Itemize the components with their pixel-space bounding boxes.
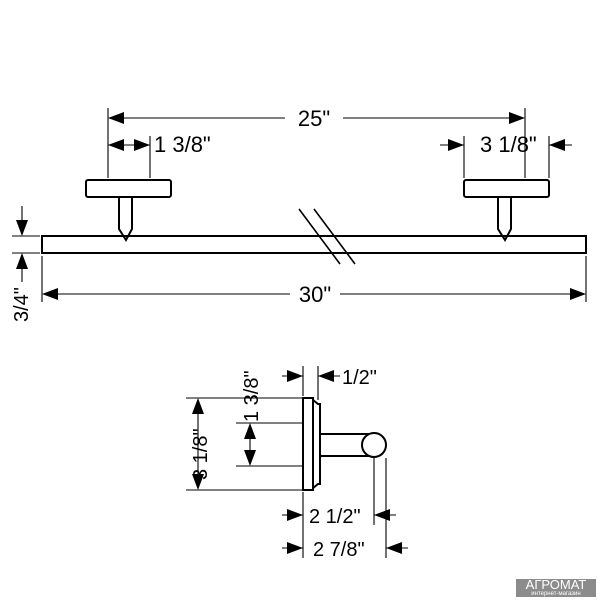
dim-text-30: 30" — [299, 282, 331, 307]
side-view — [302, 397, 387, 491]
dim-text-1-3-8: 1 3/8" — [154, 132, 211, 157]
side-rosette — [312, 397, 321, 491]
right-post — [497, 195, 512, 242]
dim-side-plate: 1/2" — [282, 366, 377, 400]
side-wall-plate — [302, 397, 314, 491]
dim-rosette-diameter: 3 1/8" — [440, 132, 572, 178]
front-view — [41, 179, 587, 265]
watermark-text: АГРОМАТ — [525, 579, 587, 592]
dim-text-2-7-8: 2 7/8" — [313, 539, 365, 561]
dim-text-1-2: 1/2" — [342, 367, 377, 389]
side-bar-end — [361, 432, 387, 458]
left-post — [118, 195, 133, 242]
dim-overall-length: 30" — [41, 256, 587, 307]
dim-side-total-projection: 2 7/8" — [282, 458, 408, 561]
dim-side-height: 1 3/8" — [236, 370, 302, 467]
dim-text-side-3-1-8: 3 1/8" — [190, 428, 212, 480]
right-rosette — [463, 179, 550, 198]
dim-side-projection: 2 1/2" — [282, 458, 396, 528]
watermark-subtext: интернет-магазин — [531, 591, 581, 597]
left-rosette — [85, 179, 172, 198]
dim-text-25: 25" — [298, 106, 330, 131]
dim-text-2-1-2: 2 1/2" — [309, 506, 361, 528]
dim-text-3-4: 3/4" — [11, 287, 33, 322]
dim-bar-thickness: 3/4" — [11, 206, 40, 322]
dim-text-3-1-8: 3 1/8" — [480, 132, 537, 157]
dim-text-side-1-3-8: 1 3/8" — [241, 370, 263, 422]
dim-rosette-small: 1 3/8" — [108, 132, 211, 178]
dim-side-rosette: 3 1/8" — [186, 397, 302, 491]
watermark-logo: АГРОМАТ интернет-магазин — [516, 579, 596, 597]
dim-mount-span: 25" — [107, 106, 526, 178]
